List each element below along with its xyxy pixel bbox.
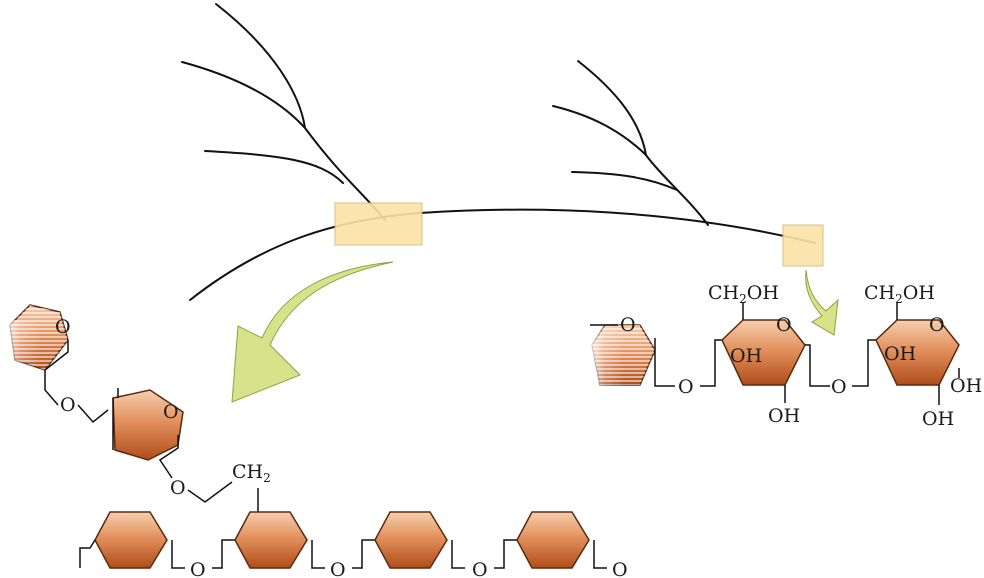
faded-glucose-ring	[585, 318, 656, 392]
oxygen-label: O	[678, 376, 694, 398]
branch-tree	[181, 3, 816, 301]
branch-point-detail: O O O O CH2 O O	[0, 304, 628, 578]
oxygen-label: O	[190, 559, 206, 578]
glucose-ring	[374, 511, 448, 569]
oxygen-label: O	[929, 314, 945, 336]
ch2-label: CH2	[232, 461, 271, 485]
oxygen-label: O	[55, 316, 71, 338]
oxygen-label: O	[163, 401, 179, 423]
oxygen-label: O	[831, 376, 847, 398]
ch2oh-label: CH2OH	[864, 282, 935, 306]
faded-glucose-ring	[0, 304, 69, 380]
linear-chain: O O O O	[79, 511, 628, 578]
glucose-ring	[94, 511, 168, 569]
oxygen-label: O	[472, 559, 488, 578]
branch-point-highlight	[334, 202, 423, 246]
oxygen-label: O	[620, 314, 636, 336]
chain-end-detail: O O CH2OH O OH OH O CH2OH O OH OH OH	[585, 282, 982, 430]
oxygen-label: O	[170, 477, 186, 499]
oxygen-label: O	[60, 394, 76, 416]
hydroxyl-label: OH	[950, 375, 982, 397]
glucose-ring	[234, 511, 308, 569]
ch2oh-label: CH2OH	[708, 282, 779, 306]
right-zoom-arrow	[805, 269, 839, 336]
glucose-ring	[516, 511, 590, 569]
oxygen-label: O	[776, 314, 792, 336]
oxygen-label: O	[612, 559, 628, 578]
hydroxyl-label: OH	[922, 408, 954, 430]
hydroxyl-label: OH	[768, 405, 800, 427]
hydroxyl-label: OH	[884, 343, 916, 365]
hydroxyl-label: OH	[730, 345, 762, 367]
chain-end-highlight	[782, 224, 824, 267]
oxygen-label: O	[330, 559, 346, 578]
left-zoom-arrow	[231, 261, 394, 403]
